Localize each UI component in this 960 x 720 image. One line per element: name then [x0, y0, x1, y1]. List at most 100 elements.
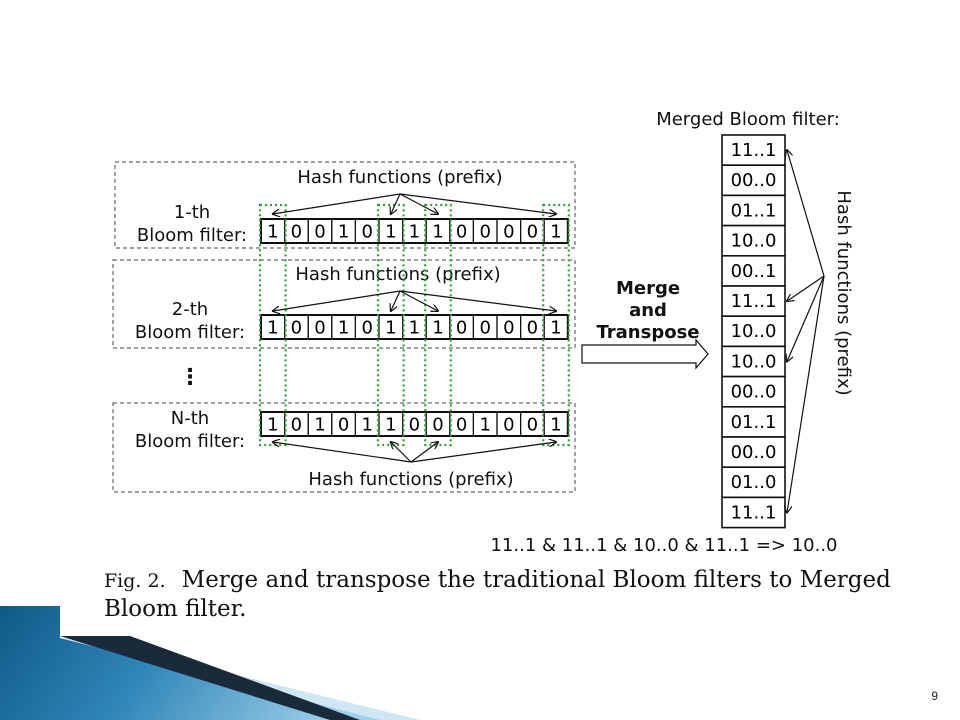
merged-filter-title: Merged Bloom filter: [656, 109, 840, 130]
filter-box-2 [112, 259, 576, 349]
filter-label-2-ordinal: 2-th [172, 299, 208, 320]
merged-hash-arrows [787, 150, 825, 513]
bit-value: 1 [267, 222, 278, 243]
merged-cell-value: 01..0 [731, 472, 777, 493]
bit-value: 1 [432, 222, 443, 243]
bit-value: 1 [550, 222, 561, 243]
bit-cell [543, 314, 569, 340]
bit-value: 1 [385, 318, 396, 339]
merged-cell-value: 11..1 [731, 502, 777, 523]
bit-value: 1 [267, 318, 278, 339]
merge-equation: 11..1 & 11..1 & 10..0 & 11..1 => 10..0 [490, 535, 837, 556]
bit-value: 1 [385, 222, 396, 243]
bit-value: 0 [527, 222, 538, 243]
figure-caption-prefix: Fig. 2. [104, 570, 166, 592]
prefix-column [424, 203, 452, 447]
prefix-column [376, 203, 405, 447]
bit-value: 0 [456, 222, 467, 243]
hash-arrow [410, 442, 556, 463]
merged-hash-label: Hash functions (prefix) [833, 190, 854, 395]
hash-label-n: Hash functions (prefix) [308, 469, 513, 490]
filter-label-1-name: Bloom filter: [137, 225, 247, 246]
merged-cell [721, 496, 786, 529]
bit-value: 1 [479, 415, 490, 436]
page-number: 9 [931, 689, 938, 703]
bit-value: 0 [314, 318, 325, 339]
merged-cell-value: 00..0 [731, 170, 777, 191]
hash-function-arrows [273, 193, 556, 463]
filter-box-n [112, 402, 576, 493]
bit-value: 0 [527, 415, 538, 436]
prefix-column [542, 203, 570, 447]
hash-arrow [399, 290, 438, 311]
bit-value: 1 [338, 318, 349, 339]
bit-value: 1 [385, 415, 396, 436]
merged-hash-arrow [787, 275, 825, 362]
bit-value: 0 [456, 415, 467, 436]
merged-cell [721, 375, 786, 408]
bit-value: 1 [432, 318, 443, 339]
figure-caption-line2: Bloom filter. [104, 596, 246, 622]
bit-value: 1 [267, 415, 278, 436]
bit-value: 0 [479, 318, 490, 339]
merged-filter-column: 11..100..001..110..000..111..110..010..0… [721, 134, 786, 529]
bit-value: 0 [479, 222, 490, 243]
hash-arrow [273, 193, 401, 214]
filter-label-n-ordinal: N-th [171, 408, 209, 429]
ellipsis-glyph: ⋮ [179, 365, 201, 390]
slide-banner [0, 606, 420, 720]
merged-hash-arrow [787, 275, 825, 513]
merged-cell [721, 405, 786, 438]
merged-cell-value: 01..1 [731, 200, 777, 221]
merged-cell-value: 11..1 [731, 291, 777, 312]
bit-value: 1 [550, 415, 561, 436]
merged-cell-value: 11..1 [731, 140, 777, 161]
figure-caption-text: Merge and transpose the traditional Bloo… [182, 567, 891, 593]
merged-cell [721, 285, 786, 318]
hash-arrow [273, 442, 412, 463]
prefix-column [258, 203, 287, 447]
bit-value: 0 [503, 415, 514, 436]
prefix-column-highlights [258, 203, 570, 447]
bit-value: 0 [314, 222, 325, 243]
bit-value: 1 [314, 415, 325, 436]
merged-cell [721, 315, 786, 348]
merged-hash-arrow [787, 275, 825, 301]
merged-cell [721, 255, 786, 287]
merge-label-line1: Merge [616, 278, 680, 299]
merged-cell-value: 10..0 [731, 321, 777, 342]
bit-value: 0 [291, 318, 302, 339]
merged-cell-value: 01..1 [731, 412, 777, 433]
merge-label-line2: and [629, 300, 667, 321]
figure-caption-line1: Fig. 2. Merge and transpose the tradition… [104, 567, 891, 593]
bit-value: 0 [456, 318, 467, 339]
bit-value: 1 [409, 222, 420, 243]
merged-cell-value: 00..0 [731, 382, 777, 403]
hash-arrow [391, 442, 412, 463]
hash-label-2: Hash functions (prefix) [295, 264, 500, 285]
merged-hash-arrow [787, 150, 825, 277]
filter-label-1-ordinal: 1-th [174, 202, 210, 223]
bit-value: 1 [550, 318, 561, 339]
bit-value: 0 [503, 318, 514, 339]
hash-arrow [273, 290, 401, 311]
bit-value: 1 [361, 415, 372, 436]
bit-value: 0 [361, 222, 372, 243]
bit-value: 0 [291, 222, 302, 243]
bit-value: 0 [432, 415, 443, 436]
merged-cell-value: 10..0 [731, 351, 777, 372]
hash-arrow [399, 193, 438, 214]
bit-value: 1 [338, 222, 349, 243]
bit-value: 0 [338, 415, 349, 436]
merge-label-line3: Transpose [596, 322, 699, 343]
filter-label-2-name: Bloom filter: [135, 322, 245, 343]
hash-arrow [391, 290, 401, 311]
bit-cell [543, 411, 569, 437]
bit-value: 1 [409, 318, 420, 339]
hash-arrow [391, 193, 401, 214]
bit-value: 0 [503, 222, 514, 243]
